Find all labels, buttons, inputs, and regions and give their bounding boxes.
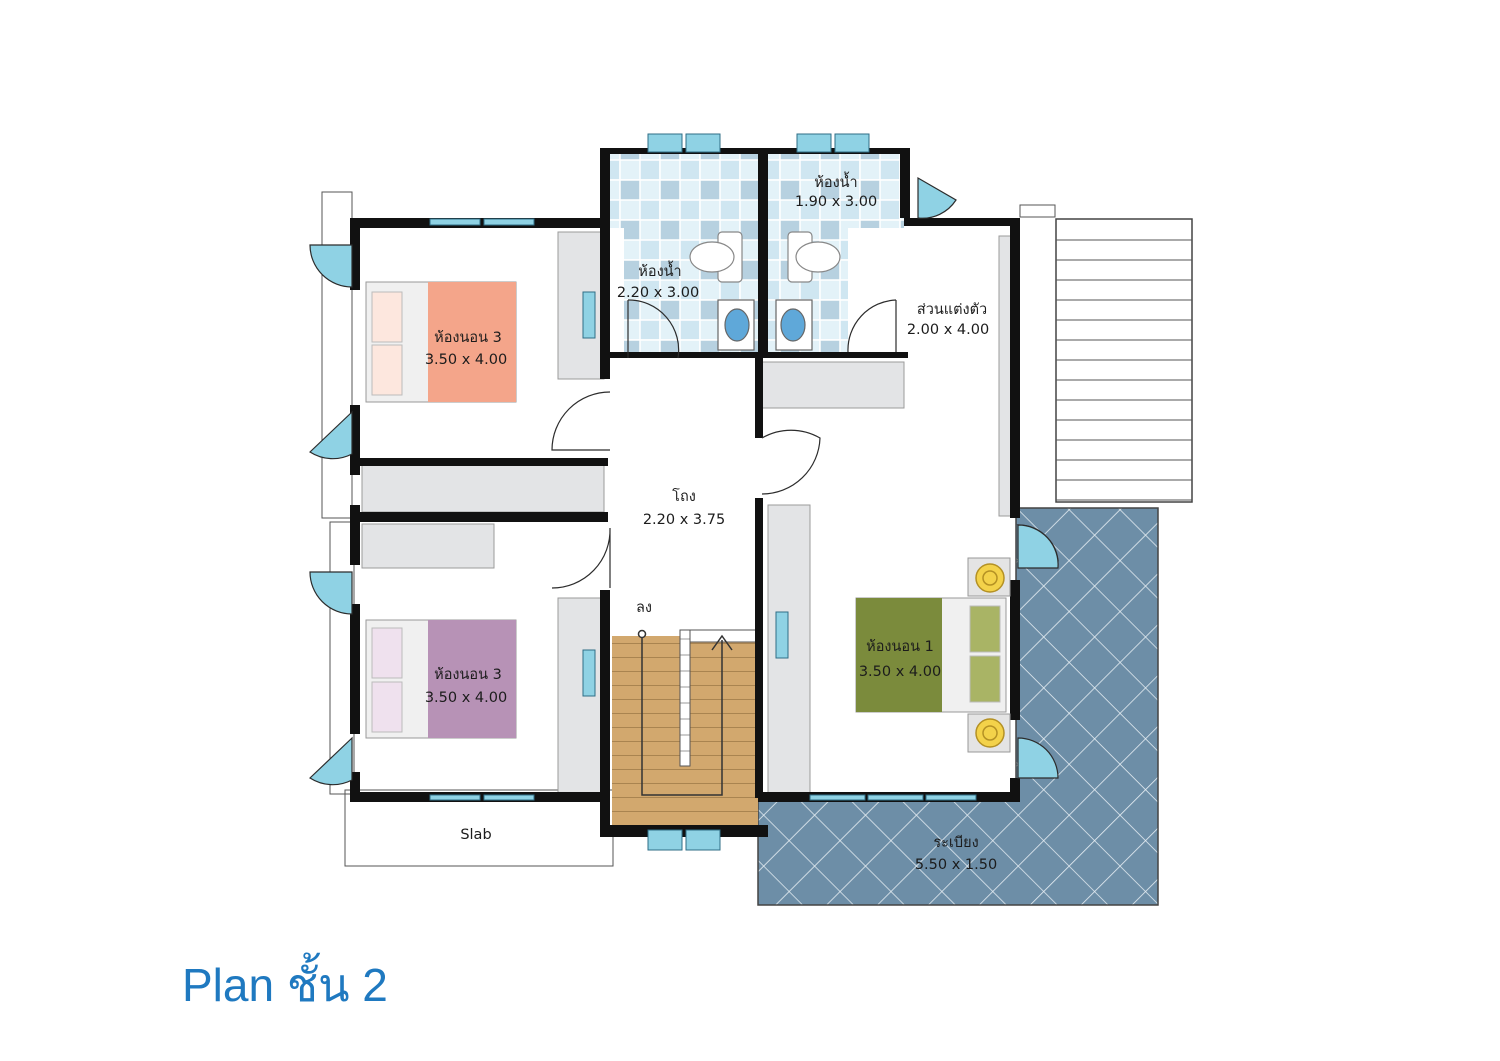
- room-labels: ห้องน้ำ 1.90 x 3.00 ห้องน้ำ 2.20 x 3.00 …: [425, 171, 997, 873]
- bedroom-bottom-left-size: 3.50 x 4.00: [425, 690, 507, 706]
- window-icon: [429, 133, 977, 851]
- master-bedroom-size: 3.50 x 4.00: [859, 664, 941, 680]
- bath-mid-name: ห้องน้ำ: [638, 260, 681, 280]
- plan-title: Plan ชั้น 2: [182, 959, 388, 1011]
- bedroom-bottom-left-name: ห้องนอน 3: [434, 666, 502, 683]
- terrace-slats: [1055, 218, 1193, 503]
- slab-label: Slab: [460, 827, 491, 843]
- hall-name: โถง: [672, 487, 696, 505]
- stairs-arrow-icon: [641, 634, 723, 796]
- floor-plan: ห้องน้ำ 1.90 x 3.00 ห้องน้ำ 2.20 x 3.00 …: [309, 133, 1193, 906]
- hall-size: 2.20 x 3.75: [643, 512, 725, 528]
- cabinets: [361, 231, 1020, 796]
- staircase: [612, 629, 758, 830]
- bedroom-top-left-size: 3.50 x 4.00: [425, 352, 507, 368]
- balcony-size: 5.50 x 1.50: [915, 857, 997, 873]
- bath-top-size: 1.90 x 3.00: [795, 194, 877, 210]
- balcony-name: ระเบียง: [933, 834, 978, 851]
- toilet-icon: [689, 231, 841, 283]
- bath-top-name: ห้องน้ำ: [814, 171, 857, 191]
- lamp-icon: [967, 557, 1011, 753]
- bedroom-top-left-name: ห้องนอน 3: [434, 329, 502, 346]
- stairs-label: ลง: [636, 600, 652, 616]
- basin-icon: [717, 299, 813, 351]
- dressing-name: ส่วนแต่งตัว: [917, 302, 987, 318]
- bed-icon: [365, 281, 1007, 739]
- door-swing-icon: [309, 176, 1059, 786]
- dressing-size: 2.00 x 4.00: [907, 322, 989, 338]
- bath-mid-size: 2.20 x 3.00: [617, 285, 699, 301]
- master-bedroom-name: ห้องนอน 1: [866, 638, 934, 655]
